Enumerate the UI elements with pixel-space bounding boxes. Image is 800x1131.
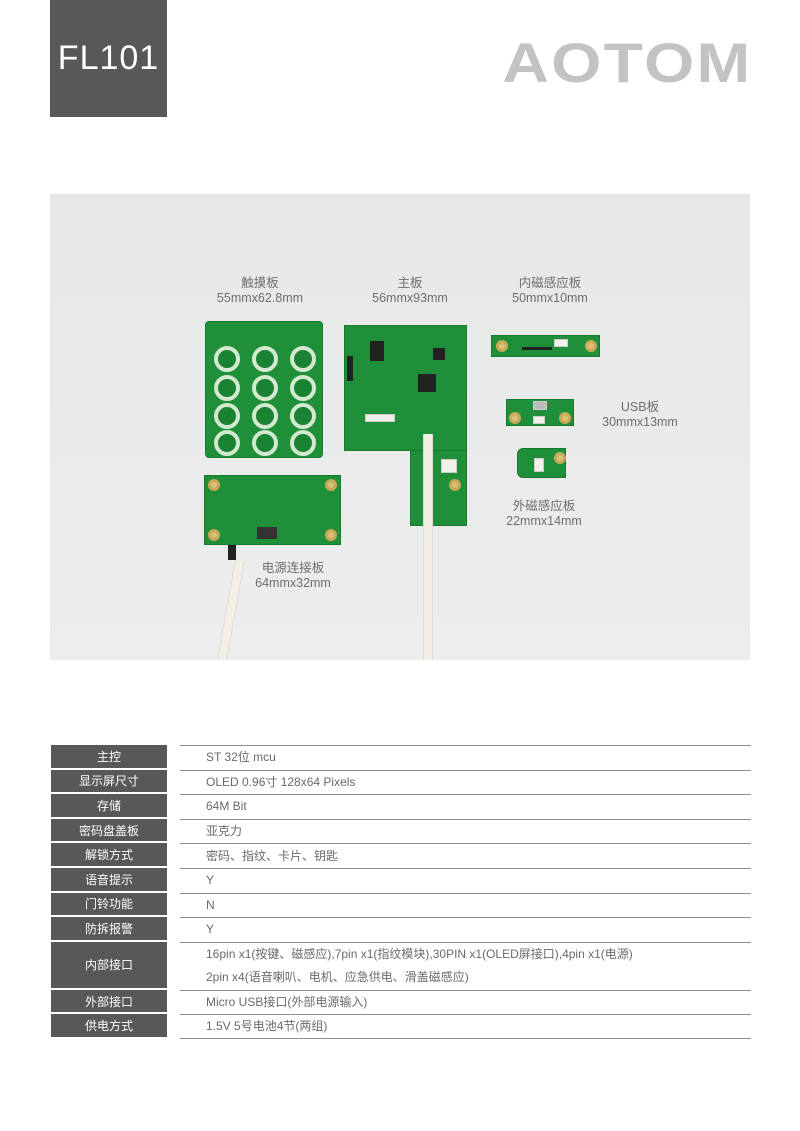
spec-label: 显示屏尺寸 (51, 769, 167, 795)
inner-magnetic-board-image (491, 335, 600, 357)
spec-value: 64M Bit (180, 794, 751, 819)
spec-label: 主控 (51, 745, 167, 770)
spacer (167, 843, 180, 868)
spec-value: Micro USB接口(外部电源输入) (180, 989, 751, 1015)
spec-label: 内部接口 (51, 941, 167, 990)
outer-magnetic-board-image (517, 448, 566, 478)
spec-value: OLED 0.96寸 128x64 Pixels (180, 769, 751, 795)
main-board-cable (423, 434, 433, 660)
spec-value-line: 64M Bit (206, 799, 247, 814)
spec-row: 主控 ST 32位 mcu (51, 745, 751, 770)
spec-label: 密码盘盖板 (51, 818, 167, 844)
spec-value-line: N (206, 897, 215, 912)
main-board-tail (410, 450, 467, 526)
spec-label: 防拆报警 (51, 917, 167, 942)
caption-name: 电源连接板 (261, 561, 325, 575)
power-board-image (204, 475, 341, 545)
caption-size: 22mmx14mm (506, 514, 582, 528)
brand-logo: AOTOM (501, 31, 752, 94)
caption-name: 触摸板 (241, 276, 279, 290)
spec-value-line: 2pin x4(语音喇叭、电机、应急供电、滑盖磁感应) (206, 970, 469, 985)
caption-name: USB板 (620, 400, 660, 414)
caption-size: 64mmx32mm (255, 576, 331, 590)
spacer (167, 819, 180, 844)
spec-row: 存储 64M Bit (51, 794, 751, 819)
spec-value: N (180, 892, 751, 918)
spec-row: 内部接口 16pin x1(按键、磁感应),7pin x1(指纹模块),30PIN… (51, 941, 751, 990)
spec-value-line: ST 32位 mcu (206, 750, 276, 765)
spec-value-line: 亚克力 (206, 824, 243, 839)
spacer (167, 893, 180, 918)
spec-value-line: Y (206, 873, 215, 888)
spec-value-line: OLED 0.96寸 128x64 Pixels (206, 774, 356, 789)
spec-row: 供电方式 1.5V 5号电池4节(两组) (51, 1014, 751, 1040)
spec-label: 解锁方式 (51, 843, 167, 868)
spec-row: 密码盘盖板 亚克力 (51, 818, 751, 844)
spacer (167, 942, 180, 990)
spacer (167, 868, 180, 893)
caption-size: 30mmx13mm (602, 415, 678, 429)
spec-row: 显示屏尺寸 OLED 0.96寸 128x64 Pixels (51, 769, 751, 795)
spec-value-line: 16pin x1(按键、磁感应),7pin x1(指纹模块),30PIN x1(… (206, 947, 633, 962)
power-cable-sleeve (228, 545, 236, 560)
caption-name: 外磁感应板 (512, 499, 576, 513)
spec-label: 外部接口 (51, 989, 167, 1015)
power-board-cable (217, 559, 245, 660)
spacer (167, 990, 180, 1015)
spec-row: 解锁方式 密码、指纹、卡片、钥匙 (51, 843, 751, 868)
caption-size: 50mmx10mm (512, 291, 588, 305)
spec-value-line: 1.5V 5号电池4节(两组) (206, 1019, 328, 1034)
spec-value-line: Y (206, 922, 215, 937)
main-board-image (344, 325, 467, 451)
spec-label: 门铃功能 (51, 892, 167, 918)
spec-label: 存储 (51, 794, 167, 819)
spacer (167, 770, 180, 795)
spec-value: Y (180, 917, 751, 942)
spec-table: 主控 ST 32位 mcu 显示屏尺寸 OLED 0.96寸 128x64 Pixel… (51, 745, 751, 1040)
spec-value: 1.5V 5号电池4节(两组) (180, 1014, 751, 1040)
spec-row: 语音提示 Y (51, 867, 751, 893)
spec-value-line: 密码、指纹、卡片、钥匙 (206, 848, 339, 863)
spec-value: ST 32位 mcu (180, 745, 751, 770)
spacer (167, 1014, 180, 1039)
spacer (167, 745, 180, 770)
caption-name: 主板 (397, 276, 423, 290)
caption-name: 内磁感应板 (518, 276, 582, 290)
spec-row: 防拆报警 Y (51, 917, 751, 942)
spec-row: 外部接口 Micro USB接口(外部电源输入) (51, 989, 751, 1015)
model-badge: FL101 (50, 0, 167, 117)
spacer (167, 917, 180, 942)
spec-value: 亚克力 (180, 818, 751, 844)
caption-size: 56mmx93mm (372, 291, 448, 305)
spec-value: 16pin x1(按键、磁感应),7pin x1(指纹模块),30PIN x1(… (180, 941, 751, 990)
spec-row: 门铃功能 N (51, 892, 751, 918)
spacer (167, 794, 180, 819)
spec-label: 语音提示 (51, 867, 167, 893)
spec-value: 密码、指纹、卡片、钥匙 (180, 843, 751, 868)
spec-label: 供电方式 (51, 1014, 167, 1040)
spec-value: Y (180, 867, 751, 893)
spec-value-line: Micro USB接口(外部电源输入) (206, 995, 368, 1010)
usb-board-image (506, 399, 574, 426)
touch-board-image (205, 321, 323, 458)
caption-size: 55mmx62.8mm (216, 291, 304, 305)
